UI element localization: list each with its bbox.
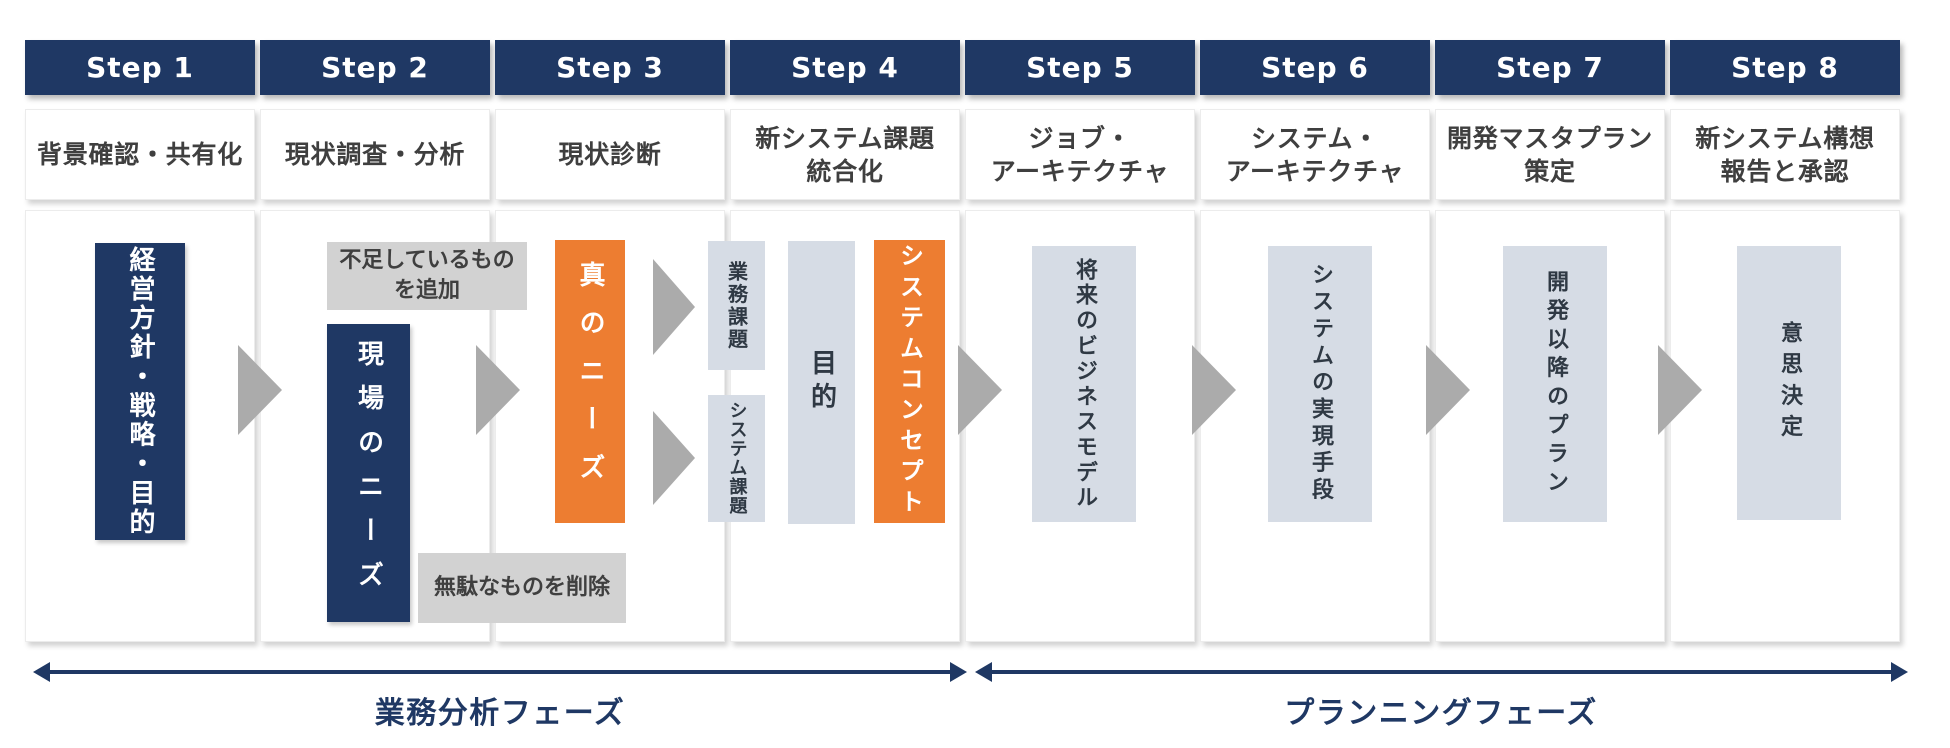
field-needs-box: 現場のニーズ: [327, 324, 410, 622]
add-missing-box: 不足しているもの を追加: [327, 242, 527, 310]
post-dev-plan-box: 開発以降のプラン: [1503, 246, 1607, 522]
step-7-subtitle: 開発マスタプラン 策定: [1435, 109, 1665, 200]
step-7-header: Step 7: [1435, 40, 1665, 95]
arrow-step2-to-step3-icon: [476, 345, 520, 435]
arrow-step5-to-step6-icon: [1192, 345, 1236, 435]
arrow-step3-to-business-issues-icon: [653, 259, 695, 355]
step-4-subtitle: 新システム課題 統合化: [730, 109, 960, 200]
step-8-header: Step 8: [1670, 40, 1900, 95]
step-5-header: Step 5: [965, 40, 1195, 95]
purpose-box: 目的: [788, 241, 855, 524]
management-policy-box: 経営方針・戦略・目的: [95, 243, 185, 540]
planning-phase-label: プランニングフェーズ: [1284, 696, 1598, 731]
step-6-subtitle: システム・ アーキテクチャ: [1200, 109, 1430, 200]
remove-waste-box: 無駄なものを削除: [418, 553, 626, 623]
step-2-header: Step 2: [260, 40, 490, 95]
future-business-model-box: 将来のビジネスモデル: [1032, 246, 1136, 522]
phase1-arrowhead-right-icon: [950, 662, 967, 682]
decision-box: 意思決定: [1737, 246, 1841, 520]
business-issues-box: 業務課題: [708, 241, 765, 370]
step-5-subtitle: ジョブ・ アーキテクチャ: [965, 109, 1195, 200]
arrow-step1-to-step2-icon: [238, 345, 282, 435]
phase2-arrowhead-left-icon: [975, 662, 992, 682]
step-6-header: Step 6: [1200, 40, 1430, 95]
phase2-arrowhead-right-icon: [1891, 662, 1908, 682]
system-realization-box: システムの実現手段: [1268, 246, 1372, 522]
step-3-subtitle: 現状診断: [495, 109, 725, 200]
step-1-header: Step 1: [25, 40, 255, 95]
step-3-header: Step 3: [495, 40, 725, 95]
system-concept-box: システムコンセプト: [874, 240, 945, 523]
phase1-arrow-line: [48, 670, 953, 674]
system-issues-box: システム課題: [708, 395, 765, 522]
step-8-subtitle: 新システム構想 報告と承認: [1670, 109, 1900, 200]
business-analysis-phase-label: 業務分析フェーズ: [374, 696, 626, 731]
phase1-arrowhead-left-icon: [33, 662, 50, 682]
arrow-step4-to-step5-icon: [958, 345, 1002, 435]
step-2-subtitle: 現状調査・分析: [260, 109, 490, 200]
arrow-step3-to-system-issues-icon: [653, 411, 695, 505]
phase2-arrow-line: [990, 670, 1891, 674]
arrow-step7-to-step8-icon: [1658, 345, 1702, 435]
arrow-step6-to-step7-icon: [1426, 345, 1470, 435]
step-1-subtitle: 背景確認・共有化: [25, 109, 255, 200]
true-needs-box: 真のニーズ: [555, 240, 625, 523]
step-4-header: Step 4: [730, 40, 960, 95]
